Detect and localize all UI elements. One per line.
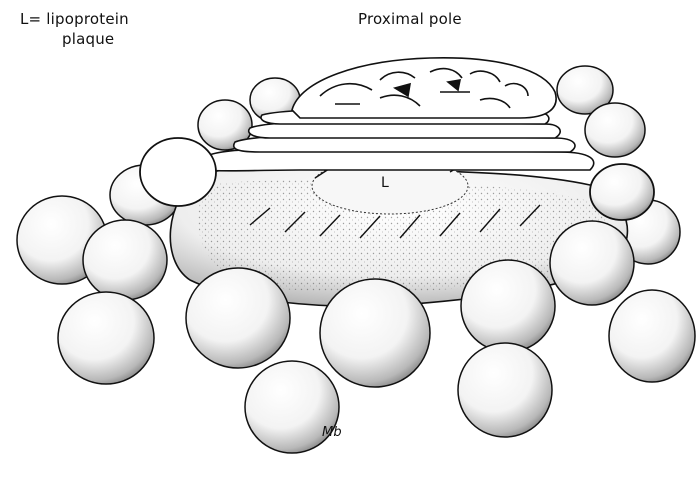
pole-label: Proximal pole [358,10,462,28]
sphere [186,268,290,368]
apical-organelle [292,58,556,118]
sphere [461,260,555,352]
sphere [83,220,167,300]
sphere [609,290,695,382]
legend-line-1: L= lipoprotein [20,10,129,28]
plaque-marker: L [381,174,389,192]
sphere [58,292,154,384]
sphere [458,343,552,437]
sphere [590,164,654,220]
sphere [320,279,430,387]
membrane-layers [200,110,594,171]
sphere [550,221,634,305]
sphere [140,138,216,206]
sphere [585,103,645,157]
artist-signature: Mb [322,424,342,442]
legend-line-2: plaque [62,30,114,48]
